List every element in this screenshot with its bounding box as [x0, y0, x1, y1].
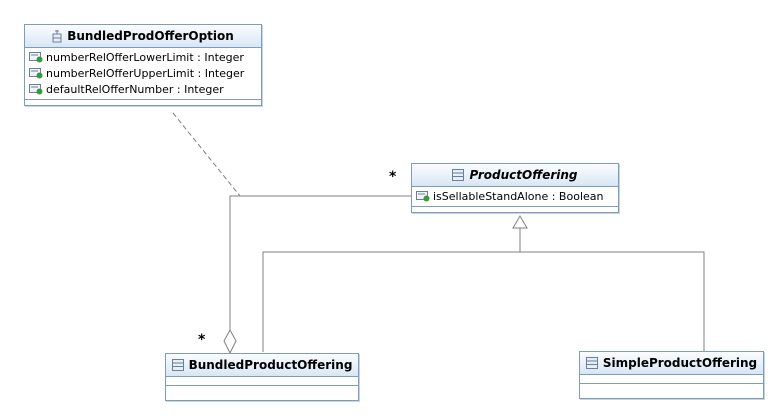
class-header: SimpleProductOffering — [580, 352, 763, 375]
association-class-dashed-link — [172, 112, 241, 197]
class-header: BundledProdOfferOption — [25, 25, 261, 48]
attribute-text: defaultRelOfferNumber : Integer — [46, 82, 224, 96]
attribute-row[interactable]: isSellableStandAlone : Boolean — [412, 188, 618, 204]
class-simple-product-offering[interactable]: SimpleProductOffering — [579, 351, 764, 399]
generalization-arrowhead — [512, 215, 528, 229]
class-icon — [585, 357, 598, 369]
class-name: ProductOffering — [469, 168, 578, 182]
attribute-row[interactable]: defaultRelOfferNumber : Integer — [25, 81, 261, 97]
attribute-icon — [29, 83, 43, 95]
class-product-offering[interactable]: ProductOffering isSellableStandAlone : B… — [411, 163, 619, 213]
class-bundled-prod-offer-option[interactable]: BundledProdOfferOption numberRelOfferLow… — [24, 24, 262, 106]
datatype-icon — [52, 29, 62, 43]
class-name: BundledProductOffering — [188, 358, 353, 372]
operation-compartment — [166, 386, 358, 394]
multiplicity-bundled: * — [198, 332, 206, 348]
attribute-row[interactable]: numberRelOfferUpperLimit : Integer — [25, 65, 261, 81]
generalization-line-simple[interactable] — [520, 251, 705, 351]
class-header: ProductOffering — [412, 164, 618, 187]
class-name: SimpleProductOffering — [602, 356, 758, 370]
attribute-row[interactable]: numberRelOfferLowerLimit : Integer — [25, 49, 261, 65]
operation-compartment — [580, 384, 763, 392]
class-bundled-product-offering[interactable]: BundledProductOffering — [165, 353, 359, 401]
class-icon — [171, 359, 184, 371]
generalization-line-bundled[interactable] — [262, 251, 520, 352]
multiplicity-product-offering: * — [389, 169, 397, 185]
attribute-compartment — [580, 375, 763, 384]
attribute-icon — [29, 51, 43, 63]
attribute-text: numberRelOfferUpperLimit : Integer — [46, 66, 245, 80]
operation-compartment — [412, 207, 618, 215]
class-header: BundledProductOffering — [166, 354, 358, 377]
class-icon — [452, 169, 465, 181]
attribute-text: isSellableStandAlone : Boolean — [433, 189, 604, 203]
attribute-icon — [29, 67, 43, 79]
attribute-compartment: numberRelOfferLowerLimit : Integer numbe… — [25, 48, 261, 100]
attribute-compartment: isSellableStandAlone : Boolean — [412, 187, 618, 207]
attribute-compartment — [166, 377, 358, 386]
aggregation-diamond — [223, 328, 237, 355]
attribute-text: numberRelOfferLowerLimit : Integer — [46, 50, 244, 64]
attribute-icon — [416, 190, 430, 202]
class-name: BundledProdOfferOption — [67, 29, 234, 43]
aggregation-association-line[interactable] — [229, 195, 411, 330]
operation-compartment — [25, 100, 261, 108]
